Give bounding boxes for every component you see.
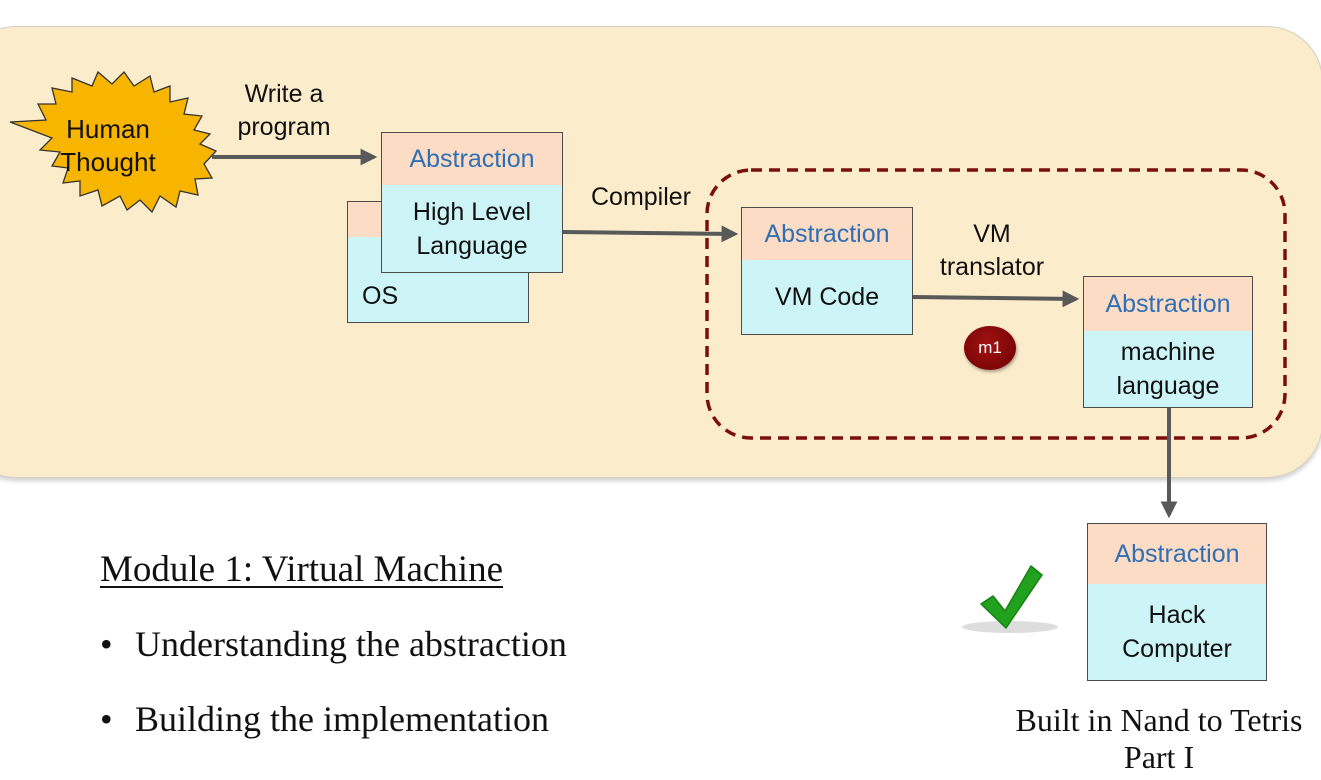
module-badge: m1 — [964, 326, 1016, 370]
bullet-dot-icon: • — [100, 699, 113, 739]
machine-language-label: machine language — [1084, 331, 1252, 407]
vm-code-label: VM Code — [742, 260, 912, 334]
os-label: OS — [362, 282, 399, 310]
vm-translator-label: VM translator — [939, 220, 1045, 281]
hack-computer-label: Hack Computer — [1088, 584, 1266, 680]
compiler-arrow — [562, 225, 739, 243]
human-thought-label: Human Thought — [60, 114, 156, 177]
footer-note: Built in Nand to Tetris Part I — [1015, 702, 1303, 775]
high-level-language-label: High Level Language — [382, 185, 562, 272]
module-bullet-1-text: Understanding the abstraction — [135, 624, 567, 664]
vm-code-abstraction-header: Abstraction — [742, 208, 912, 261]
high-level-language-box: Abstraction High Level Language — [381, 132, 563, 273]
bullet-dot-icon: • — [100, 624, 113, 664]
machine-language-abstraction-header: Abstraction — [1084, 277, 1252, 332]
module-bullet-2: • Building the implementation — [100, 698, 549, 740]
high-level-abstraction-header: Abstraction — [382, 133, 562, 186]
vm-implementation-boundary — [705, 168, 1287, 440]
machine-language-box: Abstraction machine language — [1083, 276, 1253, 408]
module-bullet-1: • Understanding the abstraction — [100, 623, 567, 665]
checkmark-shadow — [962, 621, 1058, 633]
checkmark-icon — [980, 565, 1043, 629]
module-bullet-2-text: Building the implementation — [135, 699, 549, 739]
write-program-label: Write a program — [237, 80, 331, 141]
human-thought-starburst — [9, 70, 218, 214]
vm-translator-arrow — [912, 290, 1080, 308]
compiler-label: Compiler — [590, 183, 692, 211]
vm-code-box: Abstraction VM Code — [741, 207, 913, 335]
module-title: Module 1: Virtual Machine — [100, 549, 503, 590]
hack-computer-box: Abstraction Hack Computer — [1087, 523, 1267, 681]
hack-computer-abstraction-header: Abstraction — [1088, 524, 1266, 585]
